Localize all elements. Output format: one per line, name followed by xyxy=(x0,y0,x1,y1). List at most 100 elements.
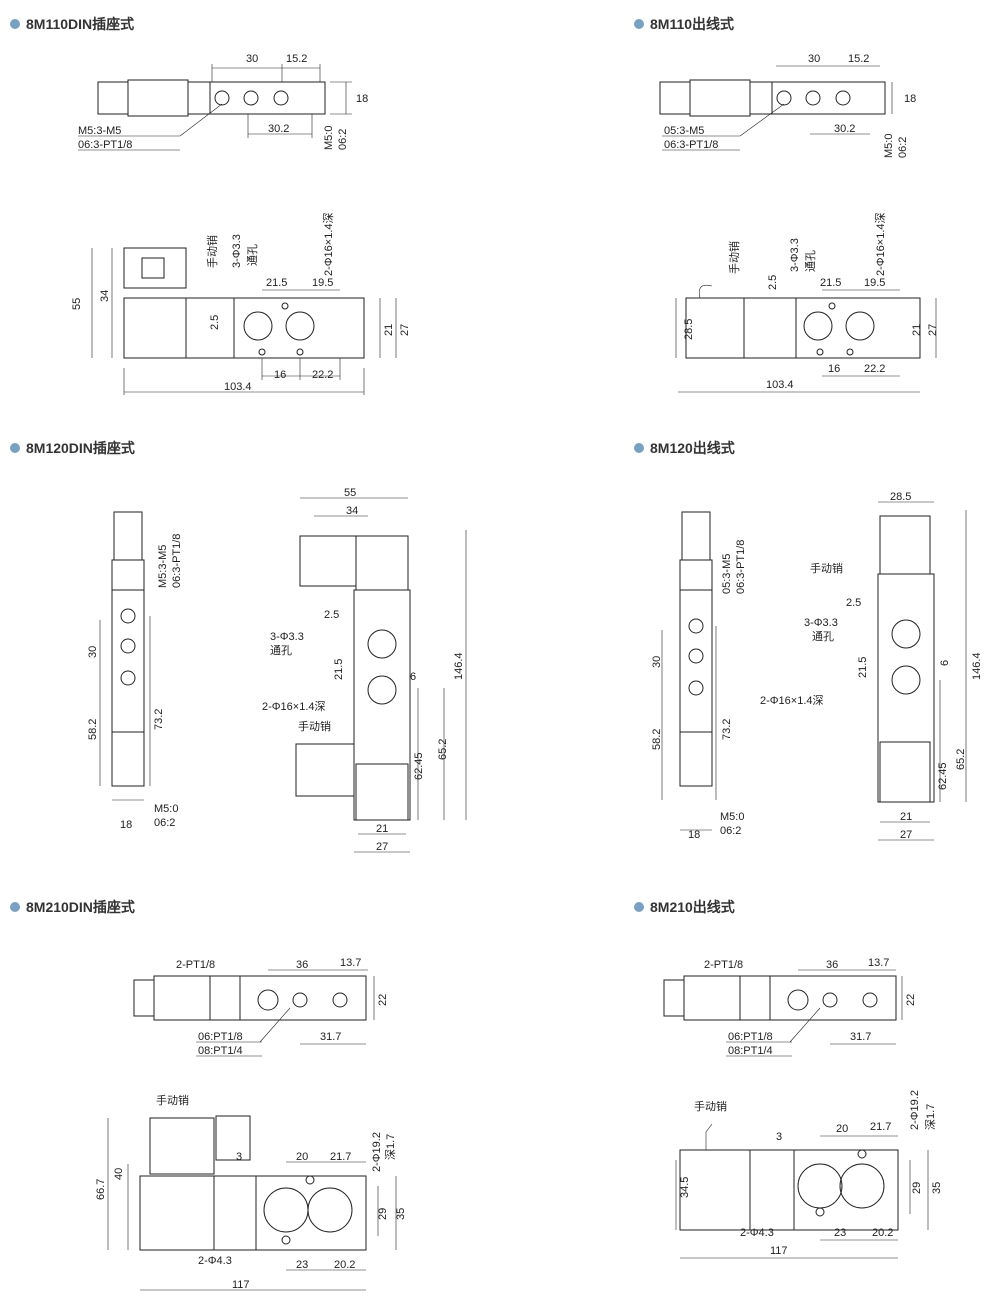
section-title-text: 8M210DIN插座式 xyxy=(26,899,135,915)
dim-21: 21 xyxy=(911,324,923,336)
dim-13-7: 13.7 xyxy=(868,957,889,969)
dim-21-5: 21.5 xyxy=(266,277,287,289)
dim-117: 117 xyxy=(770,1245,788,1257)
label-06-2: 06:2 xyxy=(897,137,909,158)
label-06-2: 06:2 xyxy=(720,825,741,837)
dim-34: 34 xyxy=(346,505,358,517)
dim-21-5: 21.5 xyxy=(857,657,869,678)
coil-cap xyxy=(97,81,129,115)
label-2-hole-4-3: 2-Φ4.3 xyxy=(198,1255,232,1267)
drawing-8m120-din-top: 30 58.2 73.2 M5:3-M5 06:3-PT1/8 18 M5:0 … xyxy=(87,511,183,831)
dim-36: 36 xyxy=(826,959,838,971)
dim-103-4: 103.4 xyxy=(224,381,252,393)
dim-16: 16 xyxy=(828,363,840,375)
label-3-hole-3-3: 3-Φ3.3 xyxy=(804,617,838,629)
dim-29: 29 xyxy=(377,1208,389,1220)
label-m5-0: M5:0 xyxy=(154,803,178,815)
dim-27: 27 xyxy=(399,324,411,336)
label-through-hole: 通孔 xyxy=(812,630,834,643)
bullet-icon xyxy=(10,902,20,912)
label-through-hole: 通孔 xyxy=(246,244,259,266)
label-06-3-pt18: 06:3-PT1/8 xyxy=(78,139,132,151)
label-2-hole-16-deep: 2-Φ16×1.4深 xyxy=(874,212,887,276)
label-05-3-m5: 05:3-M5 xyxy=(721,554,733,594)
drawing-8m110-din-side: 55 34 2.5 21.5 19.5 21 27 16 22.2 103.4 … xyxy=(71,212,411,395)
dim-18: 18 xyxy=(356,93,368,105)
label-2-pt18: 2-PT1/8 xyxy=(704,959,743,971)
dim-20: 20 xyxy=(296,1151,308,1163)
coil-body xyxy=(127,79,189,117)
label-manual-pin: 手动销 xyxy=(727,241,741,274)
dim-40: 40 xyxy=(113,1168,125,1180)
dim-21-5: 21.5 xyxy=(333,659,345,680)
dim-21-5: 21.5 xyxy=(820,277,841,289)
dim-19-5: 19.5 xyxy=(312,277,333,289)
label-m5-0: M5:0 xyxy=(720,811,744,823)
dim-20-2: 20.2 xyxy=(872,1227,893,1239)
label-through-hole: 通孔 xyxy=(270,644,292,657)
section-title-8m110-din: 8M110DIN插座式 xyxy=(10,14,134,34)
section-title-text: 8M120出线式 xyxy=(650,440,735,456)
dim-30-2: 30.2 xyxy=(834,123,855,135)
dim-146-4: 146.4 xyxy=(971,652,983,680)
bullet-icon xyxy=(10,19,20,29)
drawing-8m120-din-side: 55 34 2.5 3-Φ3.3 通孔 21.5 6 2-Φ16×1.4深 手动… xyxy=(262,487,467,853)
dim-27: 27 xyxy=(376,841,388,853)
port-circle xyxy=(273,90,289,106)
dim-65-2: 65.2 xyxy=(437,739,449,760)
drawing-8m210-din-side: 手动销 66.7 40 3 20 21.7 2-Φ19.2 深1.7 29 35… xyxy=(95,1093,407,1291)
valve-body xyxy=(209,81,326,115)
bullet-icon xyxy=(634,443,644,453)
dim-18: 18 xyxy=(904,93,916,105)
dim-20: 20 xyxy=(836,1123,848,1135)
dim-22: 22 xyxy=(905,994,917,1006)
label-06-2: 06:2 xyxy=(337,129,349,150)
dim-2-5: 2.5 xyxy=(324,609,339,621)
adaptor xyxy=(187,81,211,115)
drawing-8m110-din-top: 30 15.2 18 30.2 M5:3-M5 06:3-PT1/8 M5:0 … xyxy=(78,53,368,151)
label-06-pt18: 06:PT1/8 xyxy=(198,1031,243,1043)
dim-27: 27 xyxy=(900,829,912,841)
section-title-8m120-din: 8M120DIN插座式 xyxy=(10,438,135,458)
dim-21: 21 xyxy=(900,811,912,823)
section-title-8m120-wire: 8M120出线式 xyxy=(634,438,735,458)
label-deep-1-7: 深1.7 xyxy=(924,1104,937,1130)
drawing-8m210-wire-top: 2-PT1/8 36 13.7 22 06:PT1/8 08:PT1/4 31.… xyxy=(663,957,917,1057)
dim-30-2: 30.2 xyxy=(268,123,289,135)
dim-30: 30 xyxy=(246,53,258,65)
dim-58-2: 58.2 xyxy=(651,729,663,750)
dim-22: 22 xyxy=(377,994,389,1006)
dim-19-5: 19.5 xyxy=(864,277,885,289)
label-manual-pin: 手动销 xyxy=(810,561,843,575)
drawing-8m110-wire-side: 28.5 2.5 21.5 19.5 21 27 16 22.2 103.4 手… xyxy=(675,212,939,393)
dim-34: 34 xyxy=(99,290,111,302)
dim-35: 35 xyxy=(931,1182,943,1194)
section-title-text: 8M110DIN插座式 xyxy=(26,16,135,32)
dim-146-4: 146.4 xyxy=(453,652,465,680)
dim-27: 27 xyxy=(927,324,939,336)
section-title-8m210-wire: 8M210出线式 xyxy=(634,897,735,917)
drawing-8m210-din-top: 2-PT1/8 36 13.7 22 06:PT1/8 08:PT1/4 31.… xyxy=(133,957,389,1057)
section-title-8m210-din: 8M210DIN插座式 xyxy=(10,897,135,917)
dim-58-2: 58.2 xyxy=(87,719,99,740)
dim-31-7: 31.7 xyxy=(320,1031,341,1043)
drawing-8m120-wire-side: 28.5 手动销 2.5 3-Φ3.3 通孔 21.5 6 2-Φ16×1.4深… xyxy=(760,491,983,841)
label-3-hole-3-3: 3-Φ3.3 xyxy=(231,234,243,268)
valve-body xyxy=(233,297,365,359)
dim-21: 21 xyxy=(383,324,395,336)
label-06-3-pt18: 06:3-PT1/8 xyxy=(664,139,718,151)
label-2-pt18: 2-PT1/8 xyxy=(176,959,215,971)
section-title-8m110-wire: 8M110出线式 xyxy=(634,14,734,34)
label-3-hole-3-3: 3-Φ3.3 xyxy=(270,631,304,643)
dim-2-5: 2.5 xyxy=(846,597,861,609)
dim-23: 23 xyxy=(834,1227,846,1239)
dim-30: 30 xyxy=(808,53,820,65)
dim-15-2: 15.2 xyxy=(286,53,307,65)
dim-73-2: 73.2 xyxy=(153,709,165,730)
dim-13-7: 13.7 xyxy=(340,957,361,969)
bullet-icon xyxy=(634,19,644,29)
connector-window xyxy=(141,257,165,279)
drawing-8m210-wire-side: 手动销 34.5 3 20 21.7 2-Φ19.2 深1.7 29 35 2-… xyxy=(675,1090,943,1259)
label-06-3-pt18: 06:3-PT1/8 xyxy=(171,534,183,588)
label-manual-pin: 手动销 xyxy=(205,235,219,268)
